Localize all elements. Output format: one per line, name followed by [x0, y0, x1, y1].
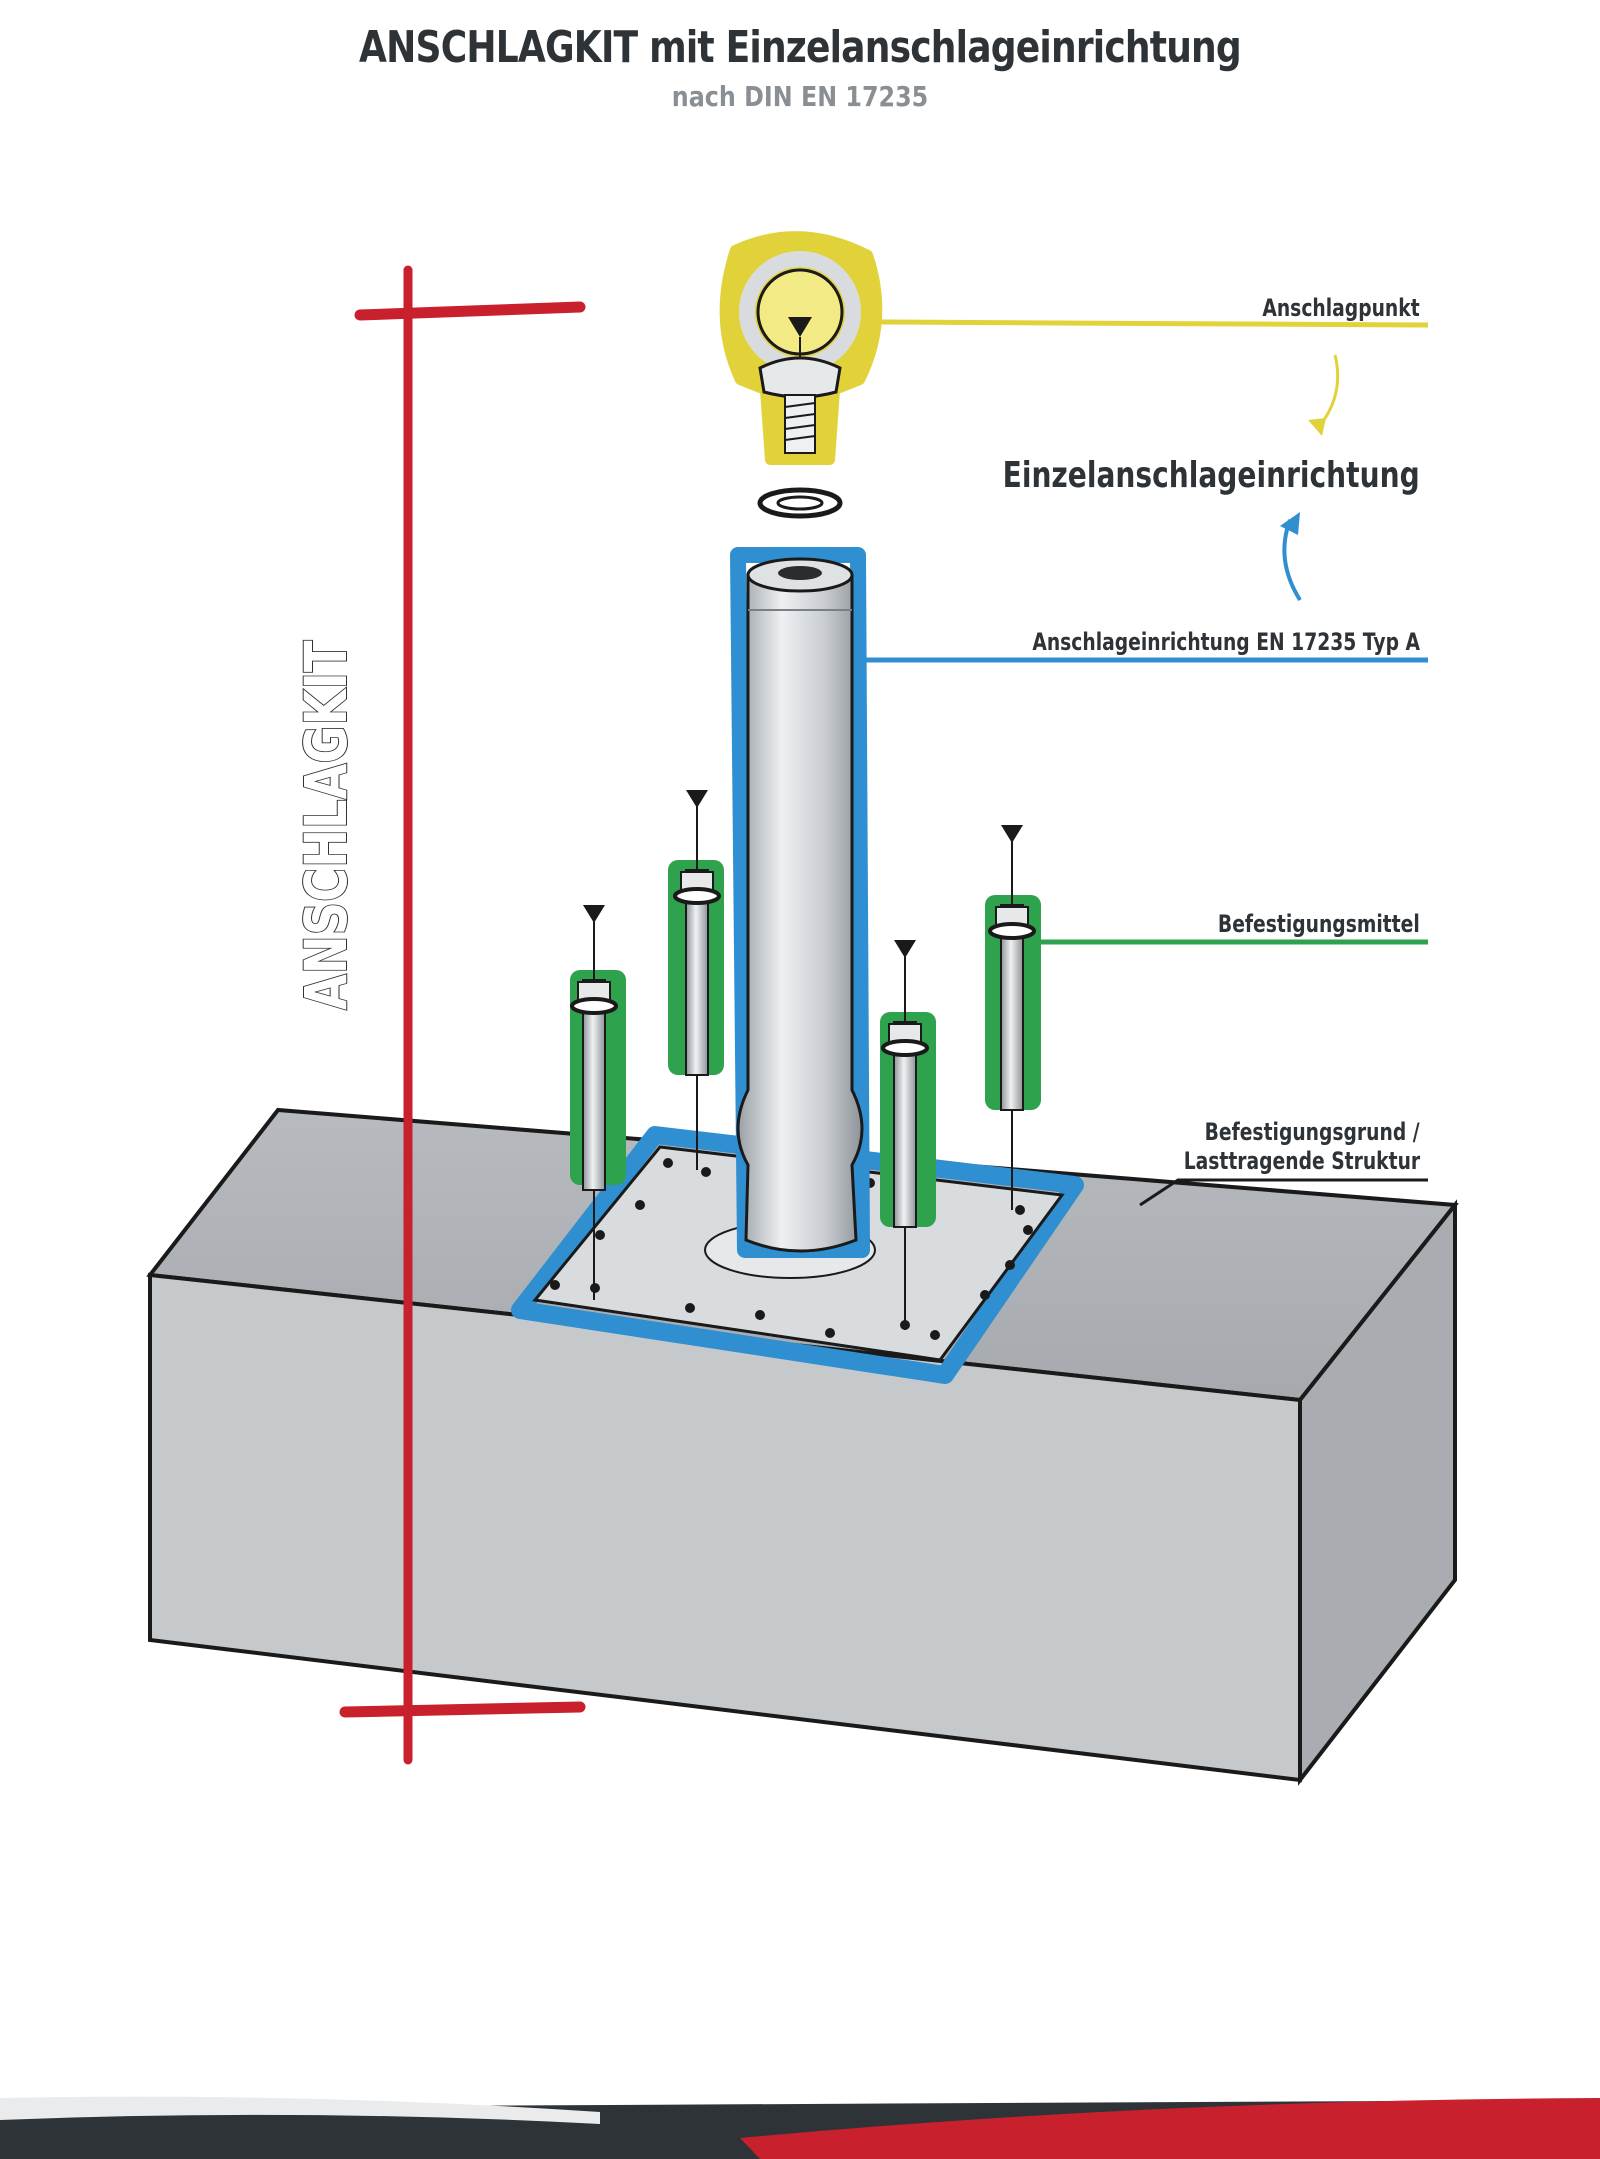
- post-highlight: [730, 547, 870, 1258]
- anchor-post: [730, 547, 870, 1258]
- vertical-kit-label: ANSCHLAGKIT: [291, 640, 361, 1011]
- anchor-point-marker: [788, 317, 812, 337]
- callout-single-device: Einzelanschlageinrichtung: [1002, 455, 1420, 496]
- block-side-face: [1298, 1199, 1457, 1786]
- leader-anchor-point: [879, 319, 1429, 328]
- callout-device-type: Anschlageinrichtung EN 17235 Typ A: [1032, 628, 1420, 656]
- kit-bracket: [339, 265, 586, 1765]
- callout-base-line2: Lasttragende Struktur: [1183, 1147, 1420, 1175]
- leader-base: [1139, 1178, 1428, 1207]
- anchor-bolt-3: [880, 940, 936, 1330]
- anchor-bolt-4: [985, 825, 1041, 1210]
- eye-bolt: [719, 231, 883, 465]
- base-plate-holes: [550, 1158, 1033, 1340]
- callout-fasteners: Befestigungsmittel: [1218, 910, 1420, 938]
- bottom-band: [0, 2096, 1600, 2159]
- anchor-bolt-2: [668, 790, 724, 1170]
- eye-bolt-collar: [758, 356, 842, 399]
- washer: [757, 487, 843, 519]
- post-body: [736, 573, 864, 1253]
- page-subtitle: nach DIN EN 17235: [671, 80, 929, 113]
- callout-base-line1: Befestigungsgrund /: [1205, 1118, 1420, 1146]
- callout-anchor-point: Anschlagpunkt: [1262, 294, 1420, 322]
- callout-lines: [860, 319, 1429, 1207]
- post-top-hole: [778, 566, 822, 580]
- anchor-bolt-1: [570, 905, 626, 1300]
- page-title: ANSCHLAGKIT mit Einzelanschlageinrichtun…: [359, 22, 1242, 73]
- arrow-down-to-single-device: [1316, 354, 1340, 429]
